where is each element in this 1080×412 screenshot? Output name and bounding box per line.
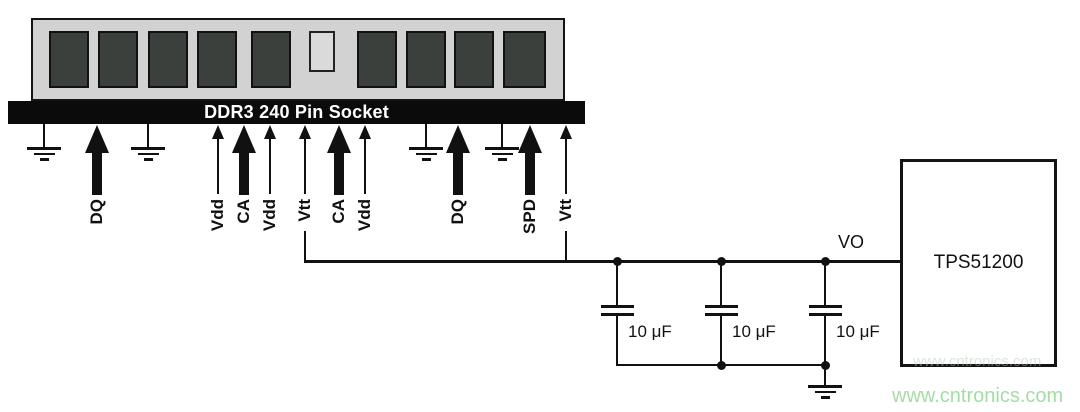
capacitor-plate xyxy=(808,305,842,308)
pin-label-vdd: Vdd xyxy=(355,199,374,232)
ic-box-tps51200: TPS51200 xyxy=(900,159,1057,367)
spd-chip xyxy=(309,31,335,72)
memory-chip xyxy=(251,31,291,88)
vtt-drop-wire xyxy=(304,231,306,263)
junction-dot xyxy=(820,360,830,370)
pin-arrow-head xyxy=(559,125,572,139)
ground-symbol-bar xyxy=(485,147,519,150)
pin-arrow-head xyxy=(232,125,256,153)
vtt-drop-wire xyxy=(565,231,567,263)
capacitor-value-label: 10 μF xyxy=(836,322,880,341)
vtt-bus-wire xyxy=(304,260,900,263)
memory-chip xyxy=(454,31,494,88)
ground-stub xyxy=(824,366,826,385)
capacitor-plate xyxy=(704,305,738,308)
ground-symbol-bar xyxy=(491,152,513,155)
junction-dot xyxy=(612,257,622,266)
pin-label-vtt: Vtt xyxy=(556,199,575,222)
pin-arrow-shaft xyxy=(565,137,567,194)
ground-symbol-bar xyxy=(497,158,507,161)
capacitor-plate xyxy=(600,305,634,308)
capacitor-lead-bottom xyxy=(616,316,618,366)
capacitor-value-label: 10 μF xyxy=(628,322,672,341)
pin-label-dq: DQ xyxy=(448,199,467,225)
pin-arrow-shaft xyxy=(334,151,344,195)
capacitor-plate xyxy=(704,313,738,316)
pin-arrow-head xyxy=(327,125,351,153)
ground-stub xyxy=(147,124,149,147)
capacitor-lead-top xyxy=(720,263,722,305)
memory-chip xyxy=(148,31,188,88)
pin-arrow-head xyxy=(446,125,470,153)
capacitor-lead-top xyxy=(616,263,618,305)
ground-stub xyxy=(501,124,503,147)
pin-arrow-shaft xyxy=(304,137,306,194)
ground-symbol-bar xyxy=(421,158,431,161)
socket-label: DDR3 240 Pin Socket xyxy=(204,102,389,122)
capacitor-lead-bottom xyxy=(720,316,722,366)
ic-label: TPS51200 xyxy=(933,252,1024,273)
pin-label-vdd: Vdd xyxy=(208,199,227,232)
capacitor-lead-bottom xyxy=(824,316,826,366)
memory-chip xyxy=(197,31,237,88)
capacitor-plate xyxy=(808,313,842,316)
pin-label-ca: CA xyxy=(234,199,253,224)
memory-chip xyxy=(98,31,138,88)
ground-stub xyxy=(425,124,427,147)
pin-label-spd: SPD xyxy=(520,199,539,234)
pin-arrow-head xyxy=(85,125,109,153)
ground-symbol-bar xyxy=(131,147,165,150)
vo-net-label: VO xyxy=(838,232,865,252)
junction-dot xyxy=(716,360,726,370)
pin-arrow-shaft xyxy=(92,151,102,195)
capacitor-value-label: 10 μF xyxy=(732,322,776,341)
ground-symbol-bar xyxy=(137,152,159,155)
pin-arrow-head xyxy=(298,125,311,139)
ground-symbol-bar xyxy=(808,385,842,388)
pin-label-vtt: Vtt xyxy=(295,199,314,222)
pin-arrow-head xyxy=(518,125,542,153)
ground-symbol-bar xyxy=(814,390,836,393)
pin-arrow-shaft xyxy=(525,151,535,195)
watermark: www.cntronics.com xyxy=(892,385,1064,407)
pin-arrow-shaft xyxy=(453,151,463,195)
memory-chip xyxy=(503,31,546,88)
ground-symbol-bar xyxy=(820,396,830,399)
ground-symbol-bar xyxy=(409,147,443,150)
pin-label-dq: DQ xyxy=(87,199,106,225)
ground-symbol-bar xyxy=(415,152,437,155)
capacitor-lead-top xyxy=(824,263,826,305)
pin-arrow-shaft xyxy=(269,137,271,194)
pin-label-vdd: Vdd xyxy=(260,199,279,232)
ground-symbol-bar xyxy=(143,158,153,161)
ddr3-socket: DDR3 240 Pin Socket xyxy=(8,101,585,124)
pin-arrow-head xyxy=(263,125,276,139)
ground-stub xyxy=(43,124,45,147)
ground-symbol-bar xyxy=(27,147,61,150)
ground-symbol-bar xyxy=(33,152,55,155)
pin-arrow-head xyxy=(211,125,224,139)
memory-chip xyxy=(406,31,446,88)
ground-symbol-bar xyxy=(39,158,49,161)
pin-arrow-head xyxy=(358,125,371,139)
watermark-faint: www.cntronics.com xyxy=(913,353,1042,370)
capacitor-plate xyxy=(600,313,634,316)
pin-label-ca: CA xyxy=(329,199,348,224)
junction-dot xyxy=(820,257,830,266)
pin-arrow-shaft xyxy=(239,151,249,195)
junction-dot xyxy=(716,257,726,266)
pin-arrow-shaft xyxy=(364,137,366,194)
memory-chip xyxy=(357,31,397,88)
memory-chip xyxy=(49,31,89,88)
pin-arrow-shaft xyxy=(217,137,219,194)
